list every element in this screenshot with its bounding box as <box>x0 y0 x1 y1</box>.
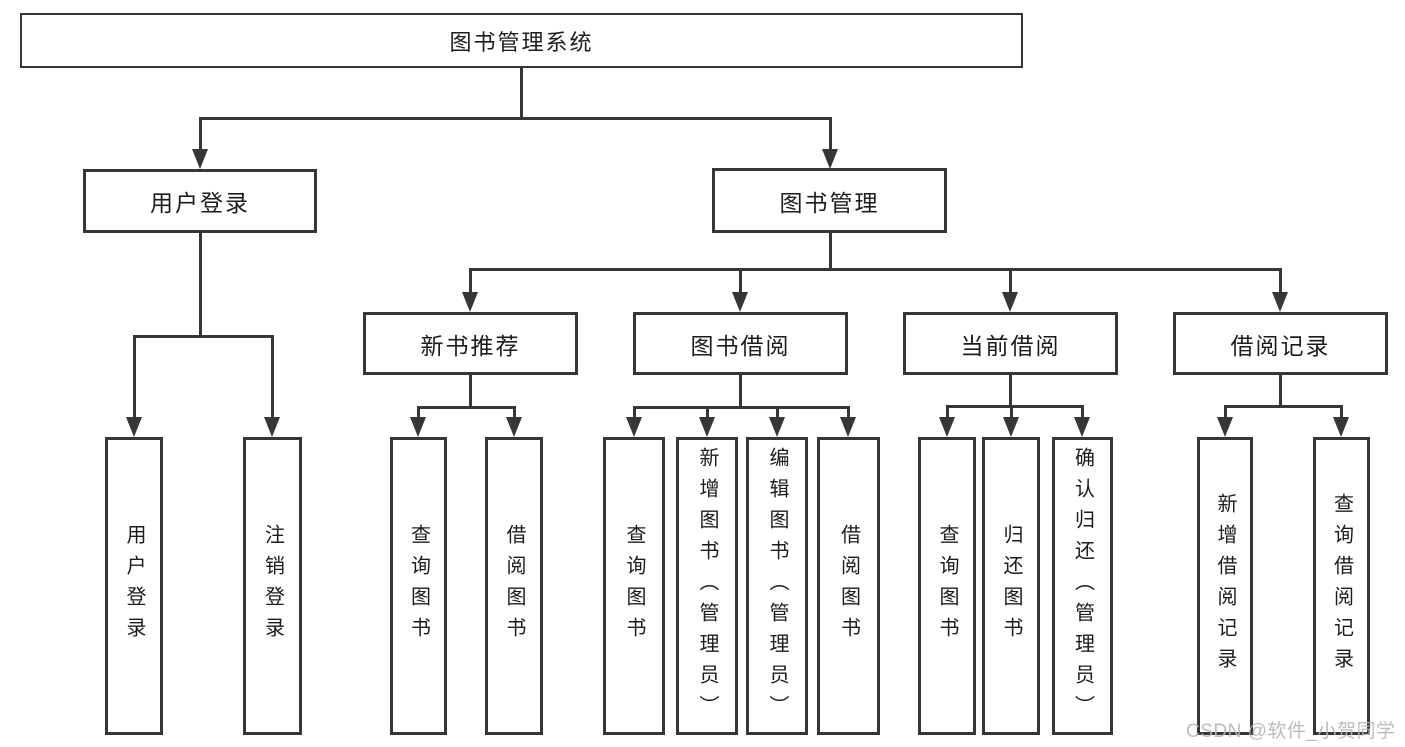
arrowhead-down-icon <box>1002 292 1018 312</box>
node-leaf-query-borrow-rec: 查询借阅记录 <box>1313 437 1370 735</box>
node-label-borrow-records: 借阅记录 <box>1230 332 1331 359</box>
connector-line-vertical <box>468 375 472 409</box>
connector-line-vertical <box>1278 375 1282 408</box>
node-label-leaf-logout: 注销登录 <box>261 524 284 648</box>
node-leaf-query-books-cur: 查询图书 <box>918 437 976 735</box>
arrowhead-down-icon <box>410 417 426 437</box>
connector-line-horizontal <box>632 405 850 409</box>
arrowhead-down-icon <box>126 417 142 437</box>
connector-line-vertical <box>416 407 420 419</box>
node-new-book-rec: 新书推荐 <box>363 312 578 375</box>
connector-line-vertical <box>945 406 949 419</box>
node-leaf-add-borrow-rec: 新增借阅记录 <box>1197 437 1253 735</box>
arrowhead-down-icon <box>264 417 280 437</box>
node-book-mgmt: 图书管理 <box>712 168 947 233</box>
node-leaf-borrow-books-rec: 借阅图书 <box>485 437 543 735</box>
node-label-current-borrow: 当前借阅 <box>960 332 1061 359</box>
node-label-user-login: 用户登录 <box>150 190 250 216</box>
connector-line-vertical <box>1339 406 1343 419</box>
node-label-leaf-query-books-borrow: 查询图书 <box>623 524 645 648</box>
node-user-login: 用户登录 <box>83 169 317 233</box>
arrowhead-down-icon <box>462 292 478 312</box>
connector-line-vertical <box>1009 406 1013 419</box>
watermark-text: CSDN @软件_小贺同学 <box>1186 721 1396 742</box>
connector-line-vertical <box>1008 375 1012 408</box>
connector-line-vertical <box>512 407 516 419</box>
arrowhead-down-icon <box>939 417 955 437</box>
node-borrow-records: 借阅记录 <box>1173 312 1388 375</box>
connector-line-vertical <box>828 233 832 271</box>
arrowhead-down-icon <box>192 149 208 169</box>
connector-line-horizontal <box>1223 404 1343 408</box>
node-leaf-confirm-return: 确认归还（管理员） <box>1052 437 1113 735</box>
node-leaf-user-login: 用户登录 <box>105 437 163 735</box>
arrowhead-down-icon <box>506 417 522 437</box>
connector-line-vertical <box>270 336 274 419</box>
connector-line-vertical <box>738 375 742 409</box>
node-leaf-return-books: 归还图书 <box>982 437 1040 735</box>
node-label-leaf-query-books-rec: 查询图书 <box>407 524 430 648</box>
connector-line-vertical <box>775 407 779 419</box>
arrowhead-down-icon <box>1074 417 1090 437</box>
arrowhead-down-icon <box>626 417 642 437</box>
node-label-leaf-add-borrow-rec: 新增借阅记录 <box>1214 493 1236 679</box>
connector-line-horizontal <box>132 334 274 338</box>
node-leaf-borrow-books: 借阅图书 <box>817 437 880 735</box>
connector-line-vertical <box>1223 406 1227 419</box>
arrowhead-down-icon <box>1272 292 1288 312</box>
node-label-root: 图书管理系统 <box>449 29 594 55</box>
node-root: 图书管理系统 <box>20 13 1023 68</box>
arrowhead-down-icon <box>732 292 748 312</box>
arrowhead-down-icon <box>1217 417 1233 437</box>
arrowhead-down-icon <box>1003 417 1019 437</box>
node-leaf-edit-books: 编辑图书（管理员） <box>746 437 808 735</box>
connector-line-vertical <box>632 407 636 419</box>
node-label-book-mgmt: 图书管理 <box>779 189 880 216</box>
connector-line-vertical <box>132 336 136 419</box>
connector-line-horizontal <box>945 404 1084 408</box>
node-current-borrow: 当前借阅 <box>903 312 1118 375</box>
node-label-leaf-edit-books: 编辑图书（管理员） <box>766 446 788 726</box>
node-label-leaf-add-books: 新增图书（管理员） <box>696 446 718 726</box>
node-label-leaf-borrow-books: 借阅图书 <box>837 524 860 648</box>
node-label-leaf-query-borrow-rec: 查询借阅记录 <box>1330 493 1353 679</box>
connector-line-vertical <box>738 269 742 294</box>
connector-line-vertical <box>846 407 850 419</box>
node-label-leaf-return-books: 归还图书 <box>1000 524 1022 648</box>
connector-line-vertical <box>1080 406 1084 419</box>
node-leaf-add-books: 新增图书（管理员） <box>676 437 738 735</box>
node-label-new-book-rec: 新书推荐 <box>420 332 521 359</box>
arrowhead-down-icon <box>840 417 856 437</box>
node-label-leaf-user-login: 用户登录 <box>123 524 145 648</box>
node-label-leaf-confirm-return: 确认归还（管理员） <box>1071 446 1094 726</box>
connector-line-horizontal <box>468 267 1282 271</box>
node-leaf-logout: 注销登录 <box>243 437 302 735</box>
connector-line-horizontal <box>198 116 832 120</box>
connector-line-vertical <box>1278 269 1282 294</box>
connector-line-vertical <box>1008 269 1012 294</box>
arrowhead-down-icon <box>699 417 715 437</box>
arrowhead-down-icon <box>822 149 838 169</box>
connector-line-vertical <box>828 118 832 151</box>
node-leaf-query-books-borrow: 查询图书 <box>603 437 665 735</box>
connector-line-vertical <box>705 407 709 419</box>
node-label-book-borrow: 图书借阅 <box>690 332 791 359</box>
connector-line-vertical <box>198 233 202 338</box>
node-label-leaf-query-books-cur: 查询图书 <box>936 524 958 648</box>
connector-line-vertical <box>468 269 472 294</box>
node-leaf-query-books-rec: 查询图书 <box>390 437 447 735</box>
connector-line-vertical <box>198 118 202 151</box>
node-book-borrow: 图书借阅 <box>633 312 848 375</box>
connector-line-horizontal <box>416 405 516 409</box>
arrowhead-down-icon <box>769 417 785 437</box>
arrowhead-down-icon <box>1333 417 1349 437</box>
node-label-leaf-borrow-books-rec: 借阅图书 <box>503 524 525 648</box>
connector-line-vertical <box>519 68 523 120</box>
